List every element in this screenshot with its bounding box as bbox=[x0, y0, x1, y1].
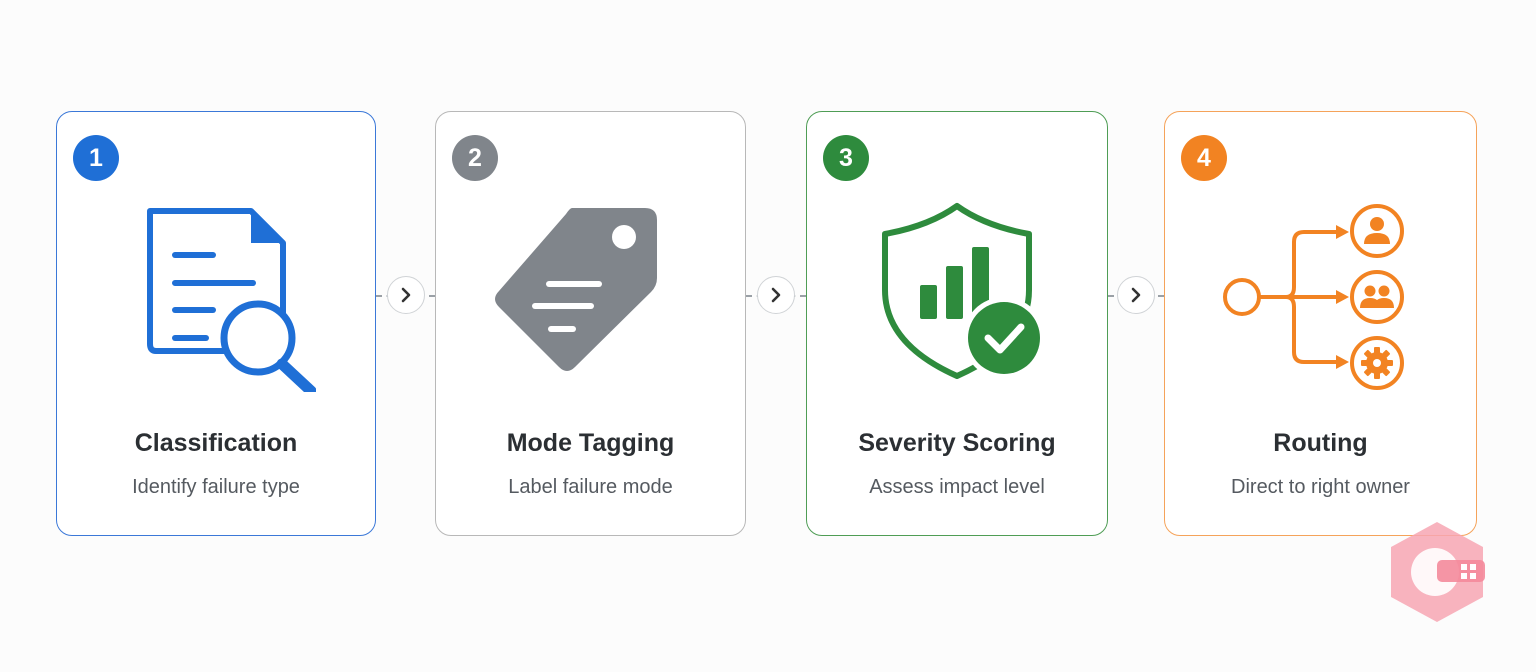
chevron-right-icon bbox=[1131, 287, 1141, 303]
step-subtitle: Assess impact level bbox=[869, 476, 1045, 498]
connector-arrow bbox=[1117, 276, 1155, 314]
step-subtitle: Direct to right owner bbox=[1231, 476, 1410, 498]
step-title: Routing bbox=[1273, 429, 1368, 457]
step-number-badge: 4 bbox=[1181, 135, 1227, 181]
step-number-badge: 3 bbox=[823, 135, 869, 181]
step-subtitle: Label failure mode bbox=[508, 476, 673, 498]
step-card-classification: 1 Classification Identify failure type bbox=[56, 111, 376, 536]
connector-arrow bbox=[387, 276, 425, 314]
step-number-badge: 1 bbox=[73, 135, 119, 181]
watermark-logo bbox=[1391, 522, 1485, 622]
step-card-mode-tagging: 2 Mode Tagging Label failure mode bbox=[435, 111, 746, 536]
step-card-routing: 4 bbox=[1164, 111, 1477, 536]
step-title: Mode Tagging bbox=[506, 429, 675, 457]
step-number-badge: 2 bbox=[452, 135, 498, 181]
connector-arrow bbox=[757, 276, 795, 314]
shield-chart-check-icon bbox=[882, 203, 1045, 379]
step-title: Severity Scoring bbox=[858, 429, 1056, 457]
step-card-severity-scoring: 3 Severity Scoring Assess impact level bbox=[806, 111, 1108, 536]
chevron-right-icon bbox=[401, 287, 411, 303]
routing-owners-icon bbox=[1222, 204, 1404, 390]
step-title: Classification bbox=[134, 429, 298, 457]
document-search-icon bbox=[147, 208, 316, 392]
step-subtitle: Identify failure type bbox=[132, 476, 300, 498]
tag-icon bbox=[494, 208, 657, 371]
chevron-right-icon bbox=[771, 287, 781, 303]
